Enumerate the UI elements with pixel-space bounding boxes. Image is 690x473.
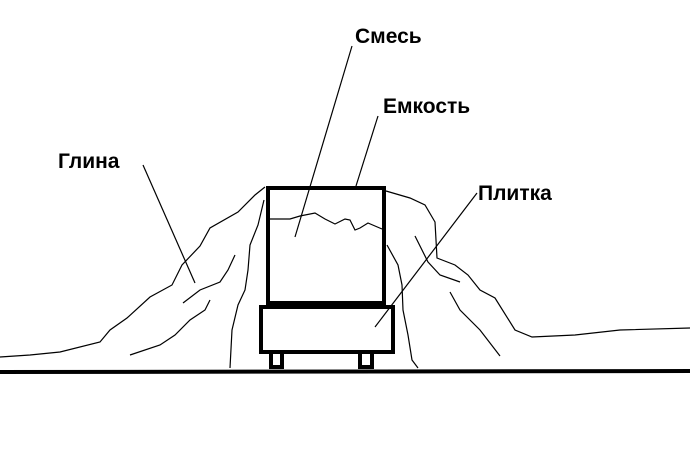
clay-center-left [229, 199, 265, 369]
ground-line [0, 369, 690, 374]
clay-left-outline [0, 186, 266, 358]
clay-right-inner [414, 235, 461, 283]
clay-right-stroke [449, 291, 501, 357]
label-container: Емкость [383, 95, 471, 118]
clay-leader-line [142, 164, 196, 284]
container-box [266, 186, 386, 305]
leg-right [358, 350, 374, 369]
clay-right-outline [385, 190, 690, 338]
label-clay: Глина [58, 150, 120, 173]
mix-surface [268, 212, 383, 231]
container-leader-line [355, 115, 379, 187]
clay-left-inner [129, 299, 211, 356]
label-tile: Плитка [478, 182, 552, 205]
clay-left-stroke [182, 254, 236, 304]
mix-leader-line [294, 45, 353, 238]
tile-leader-line [374, 192, 478, 328]
clay-center-right [386, 244, 419, 369]
leg-left [269, 350, 284, 369]
label-mix: Смесь [355, 25, 422, 48]
tile-plate [259, 305, 395, 354]
